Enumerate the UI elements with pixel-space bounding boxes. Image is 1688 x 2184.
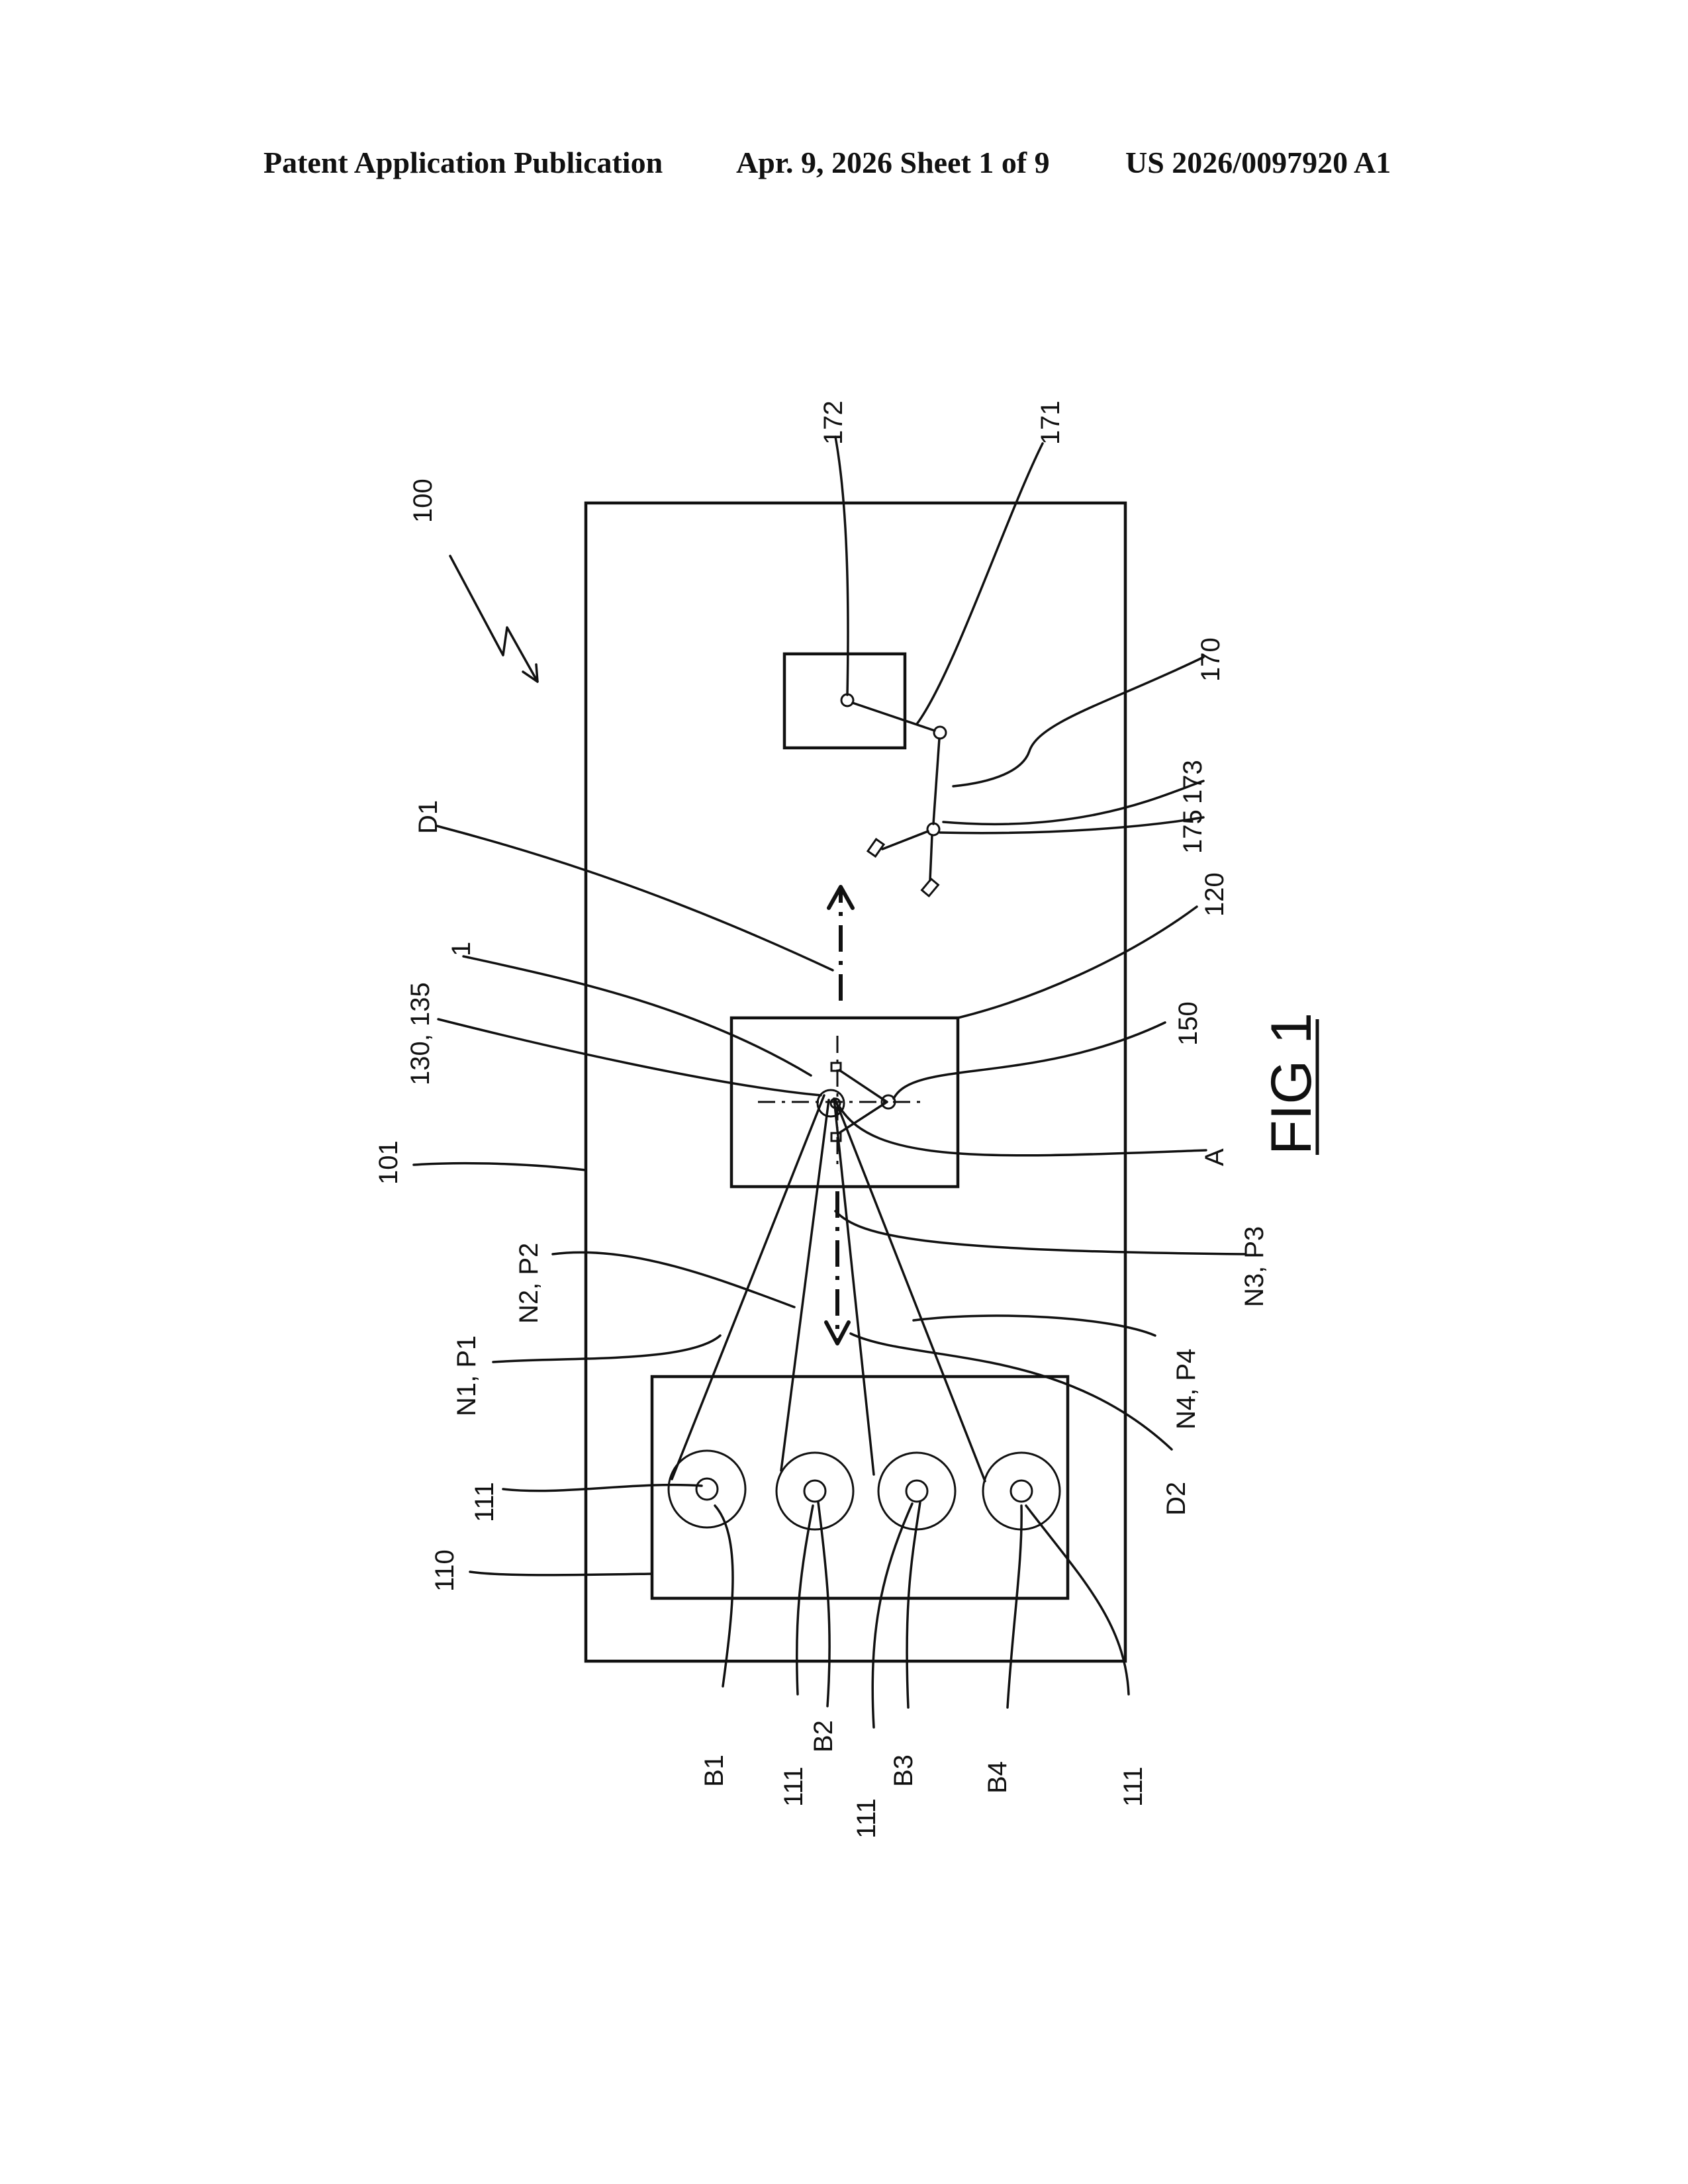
label-110: 110 (430, 1549, 459, 1592)
label-170: 170 (1196, 637, 1225, 682)
label-n1-p1: N1, P1 (452, 1336, 481, 1416)
label-111-top: 111 (470, 1482, 499, 1522)
label-111-b4: 111 (1119, 1766, 1148, 1807)
label-d2: D2 (1162, 1482, 1191, 1516)
label-n2-p2: N2, P2 (514, 1243, 543, 1324)
light-beams (672, 1095, 985, 1481)
label-130-135: 130, 135 (406, 982, 435, 1085)
network-170 (841, 694, 946, 896)
label-d1: D1 (414, 800, 443, 834)
label-b3: B3 (889, 1754, 918, 1787)
emitter-b1 (669, 1451, 745, 1527)
emitter-b2 (776, 1453, 853, 1529)
label-b1: B1 (700, 1754, 729, 1787)
figure-caption-text: FIG 1 (1260, 1013, 1323, 1155)
label-172: 172 (819, 400, 848, 445)
label-111-b2: 111 (779, 1766, 808, 1807)
reference-labels: 100 101 110 111 B1 111 B2 111 B3 B4 111 … (374, 400, 1269, 1839)
leader-lines (414, 437, 1244, 1727)
label-120: 120 (1200, 872, 1229, 917)
label-173: 173 (1178, 760, 1207, 804)
label-n3-p3: N3, P3 (1240, 1226, 1269, 1307)
label-100: 100 (408, 478, 438, 523)
control-unit-172 (784, 654, 905, 748)
label-150: 150 (1174, 1001, 1203, 1046)
emitter-module-110 (652, 1377, 1068, 1598)
direction-arrow-d1 (829, 887, 853, 1001)
reference-arrow-100 (450, 556, 538, 682)
label-171: 171 (1036, 400, 1065, 445)
label-b2: B2 (809, 1720, 838, 1752)
label-1: 1 (447, 942, 476, 956)
figure-caption: FIG 1 (1260, 1013, 1323, 1155)
label-a: A (1200, 1148, 1229, 1166)
label-n4-p4: N4, P4 (1172, 1349, 1201, 1430)
label-175: 175 (1178, 809, 1207, 854)
label-b4: B4 (983, 1761, 1012, 1794)
label-111-b3: 111 (852, 1798, 881, 1839)
label-101: 101 (374, 1140, 403, 1185)
